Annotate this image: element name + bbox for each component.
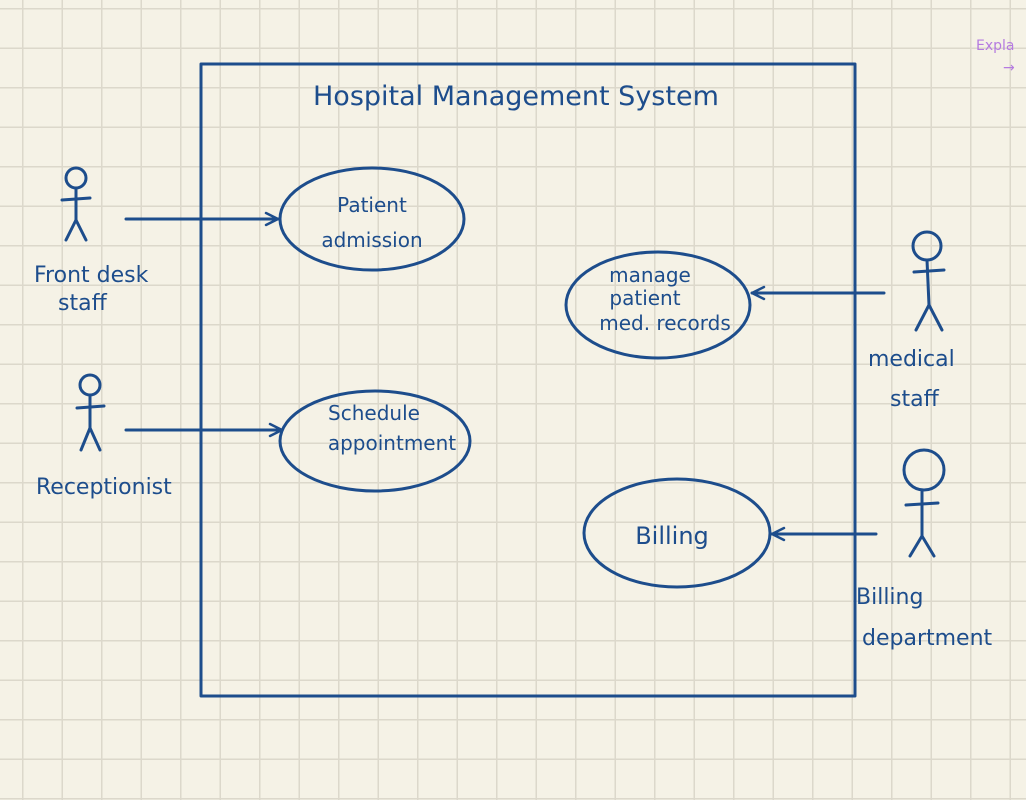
- stick-figure-icon: [60, 166, 92, 242]
- use-case-label: Patient: [337, 193, 407, 217]
- use-case-label: Schedule: [328, 401, 420, 425]
- stick-figure-icon: [902, 448, 946, 558]
- use-case-manage-records: manage patient med. records: [564, 250, 752, 360]
- use-case-label: manage: [609, 263, 691, 287]
- stick-figure-icon: [75, 373, 106, 452]
- actor-label: medical: [868, 347, 955, 372]
- system-title: Hospital Management System: [313, 81, 719, 112]
- use-case-label: patient: [609, 286, 680, 310]
- actor-billing-department: Billing department: [856, 448, 993, 651]
- use-case-label: Billing: [635, 522, 709, 550]
- system-boundary: [199, 62, 857, 698]
- actor-label: Billing: [856, 585, 923, 610]
- actor-label: Front desk: [34, 263, 149, 288]
- corner-note: Expla →: [976, 38, 1015, 76]
- corner-note-text: Expla: [976, 38, 1015, 54]
- use-case-label: appointment: [328, 431, 456, 455]
- use-case-label: med. records: [599, 311, 731, 335]
- actor-label: Receptionist: [36, 475, 172, 500]
- actor-receptionist: Receptionist: [36, 373, 172, 500]
- actor-label: staff: [890, 387, 940, 412]
- use-case-patient-admission: Patient admission: [278, 166, 466, 272]
- stick-figure-icon: [911, 230, 946, 332]
- actor-label: staff: [58, 291, 108, 316]
- corner-note-arrow: →: [1003, 60, 1015, 76]
- actor-medical-staff: medical staff: [868, 230, 955, 412]
- use-case-billing: Billing: [582, 477, 772, 589]
- use-case-schedule-appointment: Schedule appointment: [278, 389, 472, 493]
- actor-label: department: [862, 626, 993, 651]
- actor-front-desk-staff: Front desk staff: [34, 166, 149, 316]
- use-case-label: admission: [321, 228, 422, 252]
